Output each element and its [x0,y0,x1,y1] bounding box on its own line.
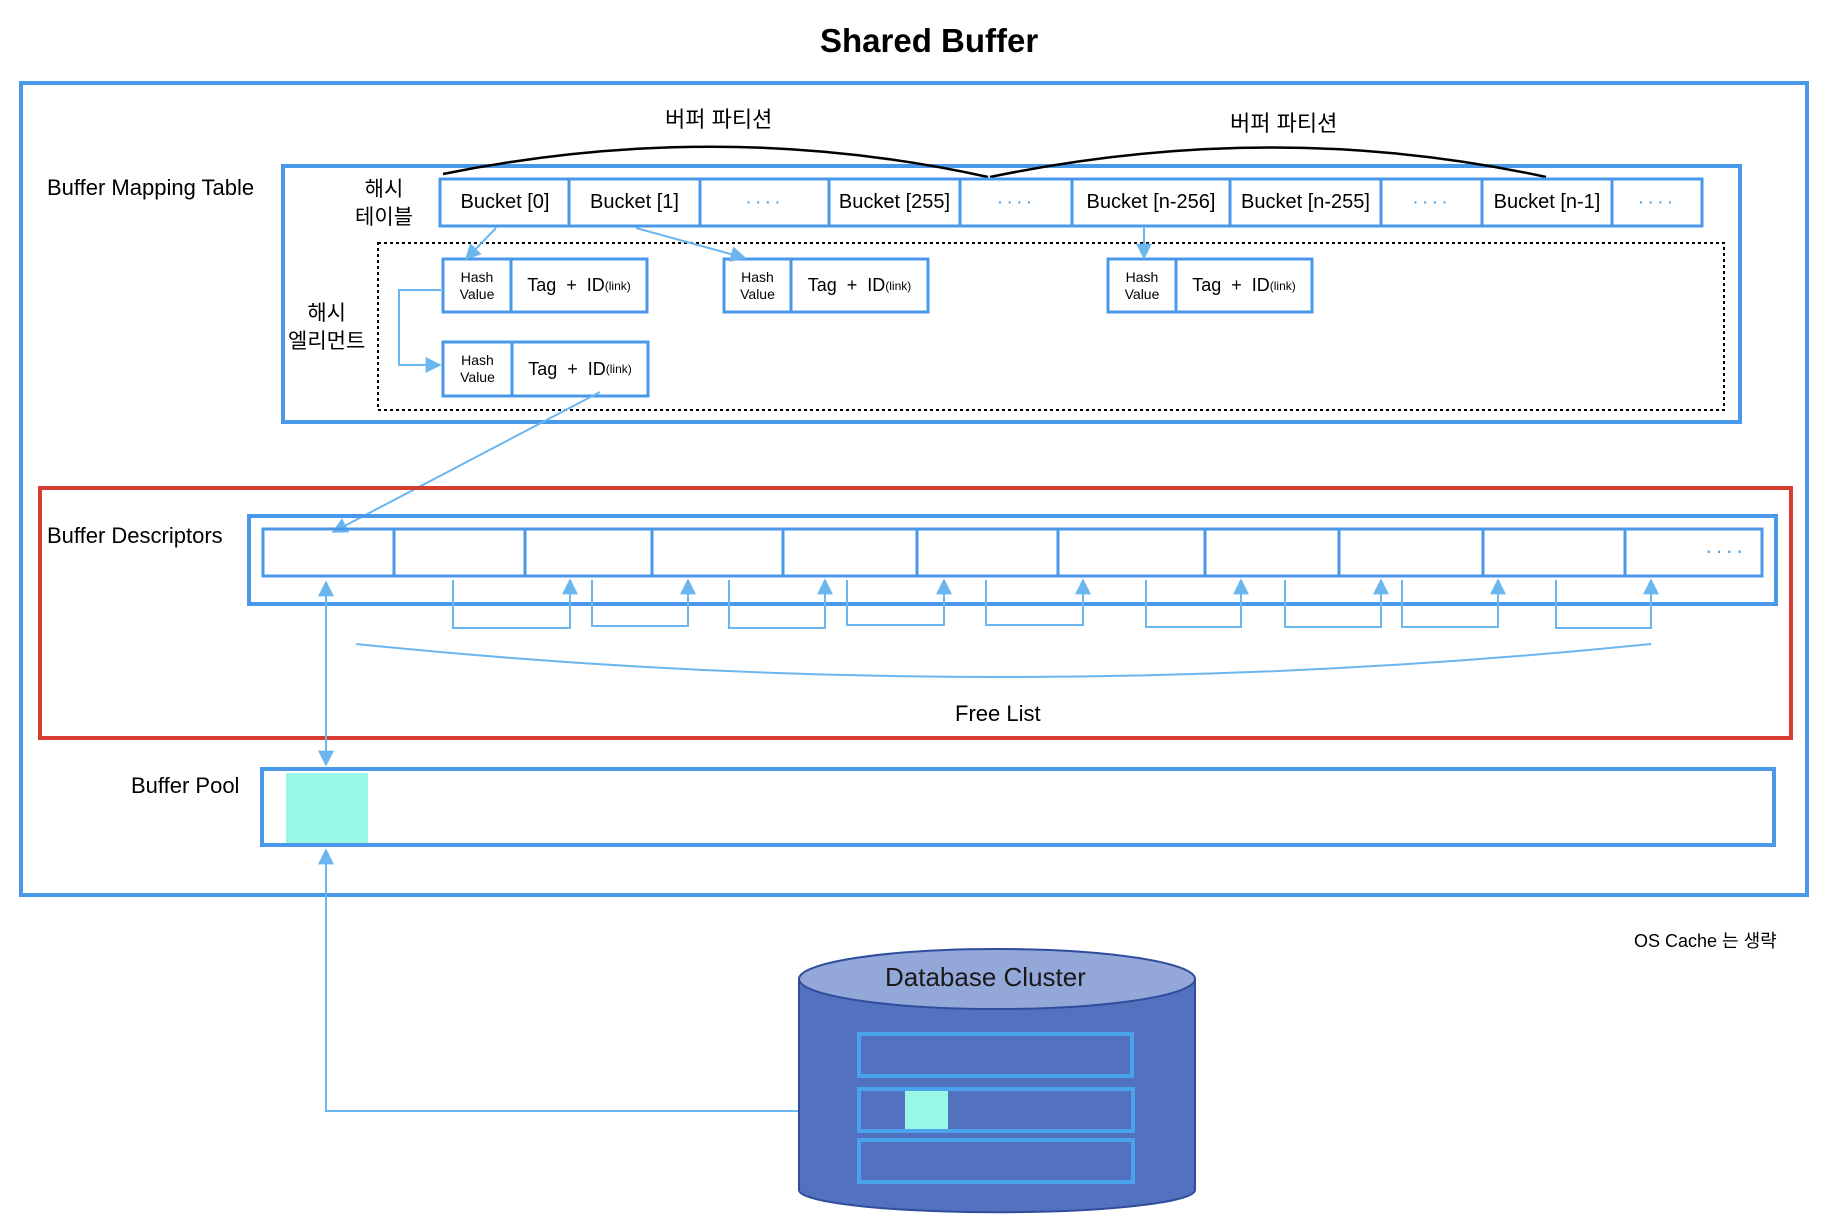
free-list-links [355,578,1659,678]
buffer-pool-label: Buffer Pool [131,773,240,798]
buffer-pool-frame [260,767,1776,847]
bucket-n-256: Bucket [n-256] [1086,191,1216,213]
descriptor-array-outer [247,514,1778,606]
descriptor-ellipsis: ···· [1705,538,1747,563]
cluster-page-highlight [905,1091,948,1129]
database-cluster-label: Database Cluster [885,962,1086,992]
bucket-255: Bucket [255] [838,191,951,213]
partition-label-1: 버퍼 파티션 [665,107,773,132]
shared-buffer-frame [19,81,1809,897]
descriptors-label: Buffer Descriptors [47,523,223,548]
database-cylinder [798,948,1196,1214]
hash-value: Hash Value [459,268,495,302]
hash-element: Hash Value Tag + ID(link) [443,342,648,396]
descriptor-cells [261,527,1764,578]
hash-element: Hash Value Tag + ID(link) [724,259,928,312]
arrow-bucket1-element [635,227,747,262]
arrow-cluster-pool [318,848,905,1112]
mapping-table-label: Buffer Mapping Table [47,175,255,200]
partition-label-2: 버퍼 파티션 [1230,111,1338,136]
tag-id: Tag + ID(link) [527,275,631,295]
bucket-0: Bucket [0] [460,191,550,213]
arrow-element-descriptor [331,391,601,533]
descriptors-frame [38,486,1793,740]
bucket-ellipsis-3: ···· [1412,191,1451,213]
hash-element-label: 해시 엘리먼트 [288,302,366,353]
hash-table-label: 해시 테이블 [355,178,413,229]
hash-value: Hash Value [740,268,775,302]
bucket-ellipsis-2: ···· [996,191,1036,213]
arrow-bucket0-element [464,227,497,261]
tag-id: Tag + ID(link) [1192,275,1296,295]
tag-id: Tag + ID(link) [807,275,912,295]
bucket-ellipsis-4: ···· [1637,191,1677,213]
bucket-n-255: Bucket [n-255] [1241,191,1370,213]
hash-value: Hash Value [1124,268,1160,302]
bucket-row [438,177,1704,228]
bucket-ellipsis-1: ···· [745,191,784,213]
partition-arc-2 [989,146,1547,179]
free-list-label: Free List [955,701,1041,726]
diagram-title: Shared Buffer [820,22,1039,59]
buffer-pool-page [286,773,368,843]
mapping-table-frame [281,164,1742,424]
partition-arc-1 [442,145,989,179]
hash-element-area [377,242,1725,411]
hash-element: Hash Value Tag + ID(link) [1108,259,1312,312]
arrow-element-chain [398,289,442,373]
hash-value: Hash Value [460,352,495,385]
hash-element-boxes [441,257,1314,398]
tag-id: Tag + ID(link) [528,358,632,379]
os-cache-note: OS Cache 는 생략 [1634,931,1777,951]
cluster-pages [857,1032,1135,1184]
bucket-n-1: Bucket [n-1] [1493,191,1601,213]
hash-element: Hash Value Tag + ID(link) [443,259,647,312]
bucket-1: Bucket [1] [590,191,679,213]
